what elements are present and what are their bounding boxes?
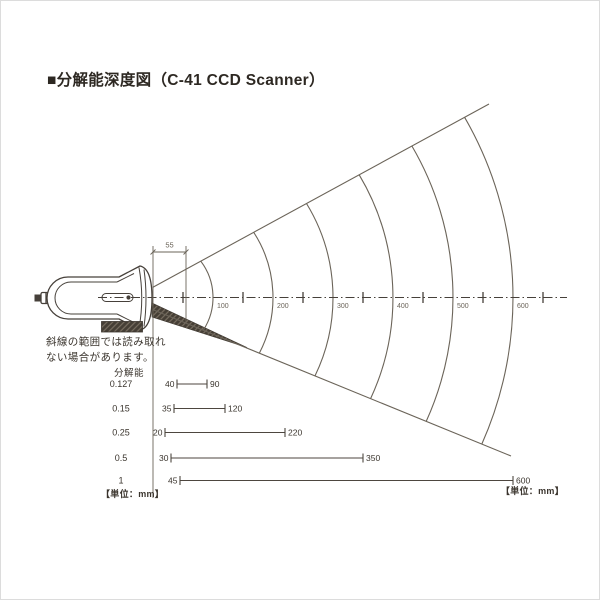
beam-fan: [152, 103, 514, 457]
standoff-value: 55: [165, 241, 173, 250]
beam-upper-edge: [152, 103, 490, 288]
axis-distance-label: 200: [277, 303, 289, 310]
far-distance-label: 90: [210, 379, 220, 389]
far-distance-label: 350: [366, 453, 380, 463]
page-title: ■分解能深度図（C-41 CCD Scanner）: [47, 72, 325, 89]
axis-distance-labels: 100 200 300 400 500 600: [217, 303, 529, 310]
no-read-note: 斜線の範囲では読み取れ ない場合があります。: [46, 321, 166, 364]
axis-ticks: [182, 292, 544, 303]
dof-bar-row: 1 45 600: [118, 476, 530, 486]
dof-bar-row: 0.5 30 350: [115, 453, 381, 463]
axis-distance-label: 600: [517, 303, 529, 310]
far-distance-label: 220: [288, 428, 302, 438]
resolution-label: 0.15: [112, 404, 130, 414]
near-distance-label: 30: [159, 453, 169, 463]
unit-label-left: 【単位：mm】: [101, 488, 164, 499]
no-read-wedge: [151, 302, 248, 348]
range-arc-400: [358, 174, 394, 399]
near-distance-label: 40: [165, 379, 175, 389]
far-distance-label: 120: [228, 404, 242, 414]
dof-bars: 0.127 40 90 0.15 35 120 0.25 20 220 0.5 30 350 1 45 60…: [110, 379, 531, 486]
note-line-2: ない場合があります。: [46, 351, 154, 364]
range-arc-500: [411, 145, 454, 422]
near-distance-label: 45: [168, 476, 178, 486]
axis-distance-label: 500: [457, 303, 469, 310]
table-header: 分解能: [114, 367, 144, 379]
button-indicator-dot: [126, 295, 131, 300]
axis-distance-label: 100: [217, 303, 229, 310]
dimension-tick: [183, 249, 189, 255]
unit-label-right: 【単位：mm】: [501, 485, 564, 496]
range-arc-200: [253, 232, 274, 354]
note-line-1: 斜線の範囲では読み取れ: [46, 335, 166, 348]
range-arc-300: [306, 203, 334, 377]
dimension-tick: [150, 249, 156, 255]
hatch-legend-swatch: [101, 321, 143, 333]
distance-axis: 100 200 300 400 500 600: [98, 292, 567, 310]
range-arc-100: [200, 260, 214, 331]
near-distance-label: 35: [162, 404, 172, 414]
near-distance-label: 20: [153, 428, 163, 438]
resolution-label: 0.127: [110, 379, 133, 389]
axis-distance-label: 300: [337, 303, 349, 310]
resolution-label: 1: [118, 476, 123, 486]
standoff-dimension: 55: [150, 241, 189, 498]
resolution-label: 0.25: [112, 428, 130, 438]
scanner-body-inner-line: [54, 273, 135, 323]
cable-tip: [34, 294, 42, 302]
far-distance-label: 600: [516, 476, 530, 486]
dof-bar-row: 0.15 35 120: [112, 404, 242, 414]
beam-lower-edge: [152, 308, 512, 457]
dof-bar-row: 0.127 40 90: [110, 379, 220, 389]
axis-distance-label: 400: [397, 303, 409, 310]
resolution-label: 0.5: [115, 453, 128, 463]
dof-table: 分解能 0.127 40 90 0.15 35 120 0.25 20 220 0.5 30 350 1…: [110, 367, 531, 486]
range-arc-600: [464, 117, 514, 445]
dof-bar-row: 0.25 20 220: [112, 428, 302, 438]
range-arcs: [200, 117, 514, 445]
